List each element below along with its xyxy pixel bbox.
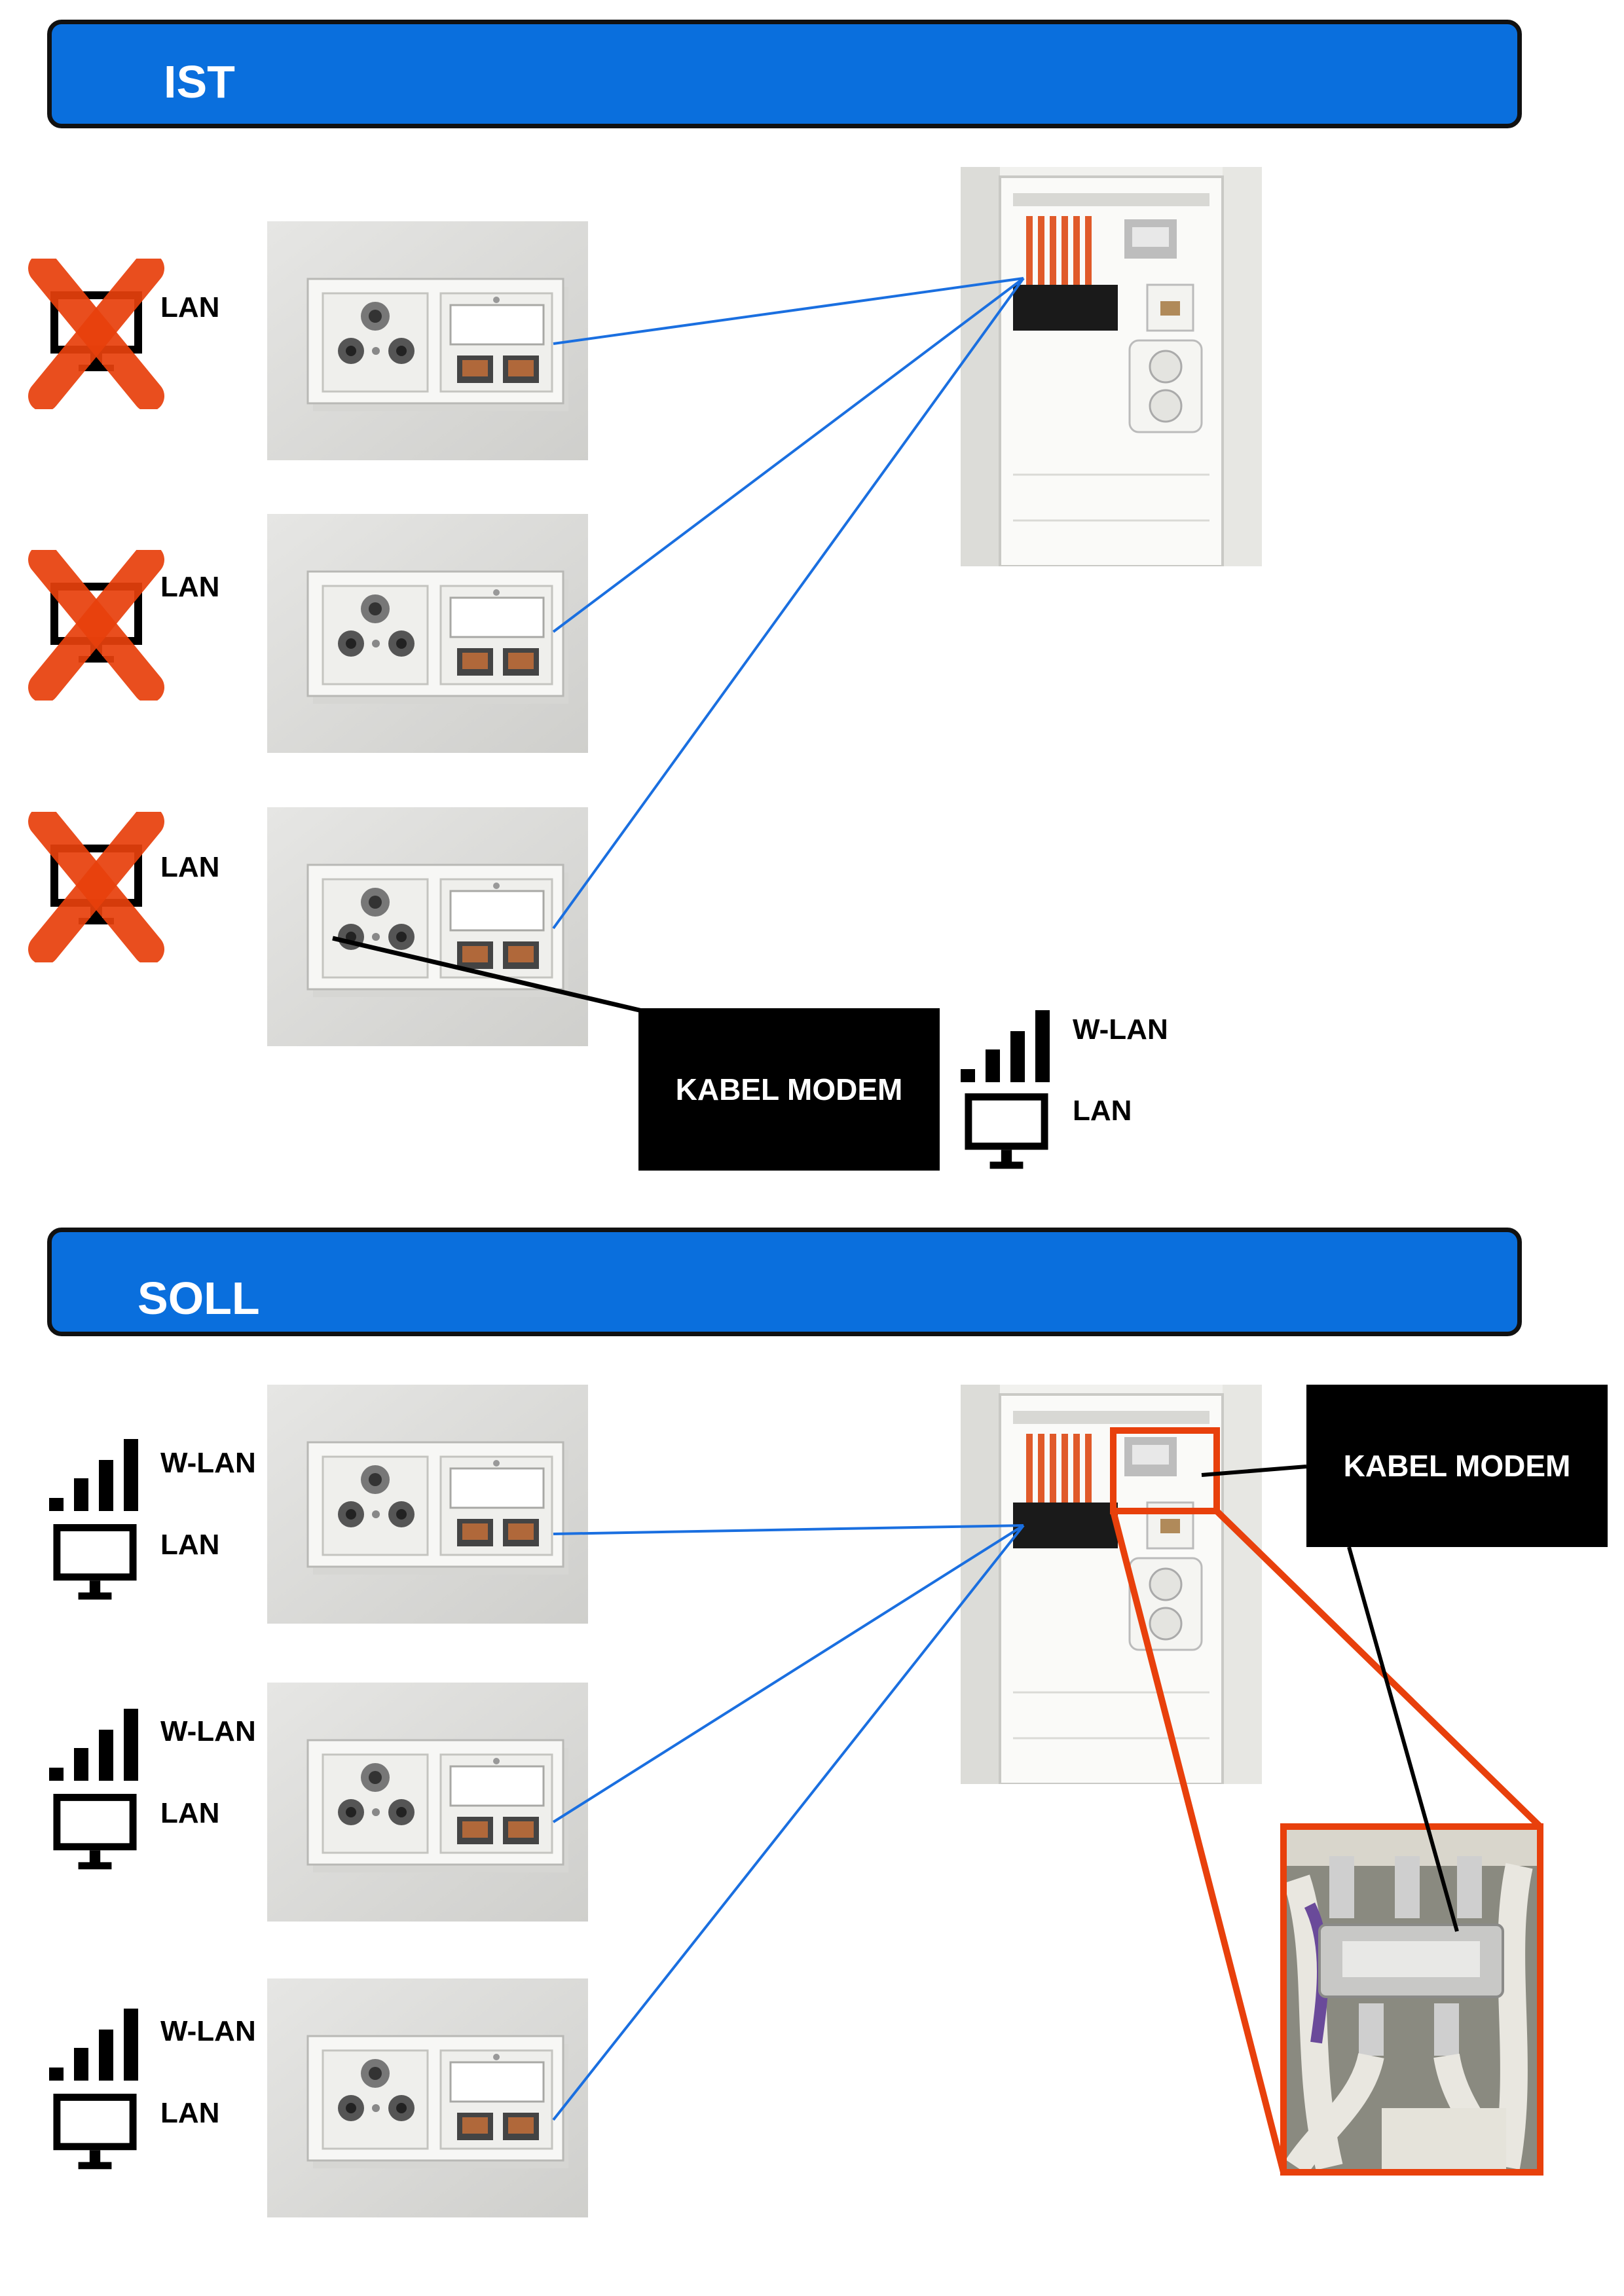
zoom-detail-frame	[1280, 1823, 1543, 2176]
lan-label: LAN	[160, 851, 220, 883]
wlan-label: W-LAN	[1073, 1013, 1168, 1046]
lan-cable-line	[552, 1524, 1025, 1823]
ist-banner	[47, 20, 1522, 128]
modem-link-line	[1201, 1465, 1307, 1477]
wlan-label: W-LAN	[160, 1715, 256, 1747]
lan-label: LAN	[1073, 1095, 1132, 1127]
zoom-connector-line	[1214, 1508, 1543, 1829]
lan-cable-line	[553, 277, 1024, 345]
ist-title: IST	[164, 56, 235, 107]
coax-splitter-photo	[1283, 1827, 1542, 2174]
kabel-modem-box: KABEL MODEM	[1306, 1385, 1608, 1547]
zoom-highlight-box	[1110, 1427, 1220, 1514]
soll-title: SOLL	[138, 1273, 260, 1324]
soll-banner	[47, 1228, 1522, 1336]
modem-link-line	[1347, 1546, 1459, 1932]
lan-label: LAN	[160, 291, 220, 323]
wlan-label: W-LAN	[160, 1447, 256, 1479]
lan-label: LAN	[160, 1529, 220, 1561]
lan-cable-line	[552, 277, 1025, 930]
lan-label: LAN	[160, 2097, 220, 2129]
lan-label: LAN	[160, 1797, 220, 1829]
lan-cable-line	[553, 1524, 1024, 1535]
lan-cable-line	[552, 1524, 1025, 2121]
zoom-connector-line	[1110, 1510, 1287, 2174]
lan-label: LAN	[160, 571, 220, 603]
lan-cable-line	[552, 277, 1025, 633]
kabel-modem-box: KABEL MODEM	[638, 1008, 940, 1171]
wlan-label: W-LAN	[160, 2015, 256, 2047]
coax-cable-line	[332, 936, 646, 1014]
